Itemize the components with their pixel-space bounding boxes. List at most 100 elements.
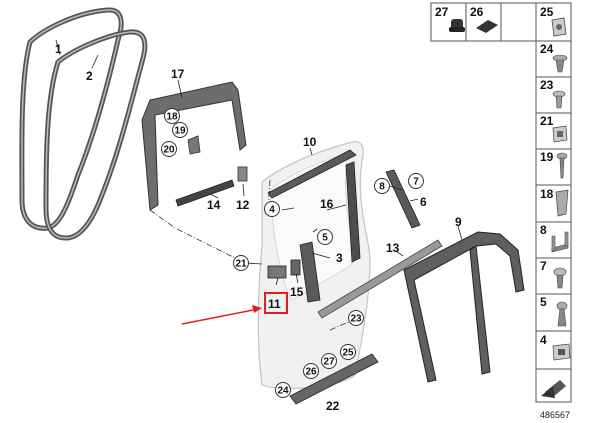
- highlight-box: [264, 292, 288, 314]
- svg-text:24: 24: [277, 386, 289, 397]
- svg-text:4: 4: [269, 205, 275, 216]
- svg-text:26: 26: [305, 367, 317, 378]
- rubber-plug-icon: [449, 19, 465, 32]
- bracket-part-15[interactable]: [290, 259, 301, 276]
- callout-circle-26: 26: [303, 363, 319, 379]
- legend-item-26[interactable]: 26: [470, 5, 498, 33]
- callout-11: 11: [268, 297, 281, 311]
- highlight-arrow: [181, 305, 262, 325]
- svg-text:21: 21: [235, 259, 247, 270]
- legend-item-21[interactable]: 21: [540, 114, 568, 143]
- callout-17: 17: [171, 67, 185, 81]
- callout-circle-19: 19: [172, 122, 188, 138]
- retainer-clip-icon: [552, 343, 571, 361]
- callout-3: 3: [336, 251, 343, 265]
- belt-strip-14[interactable]: [175, 179, 235, 207]
- svg-text:20: 20: [163, 145, 175, 156]
- legend-item-19[interactable]: 19: [540, 150, 568, 179]
- legend-label-4: 4: [540, 333, 547, 347]
- callout-circle-25: 25: [340, 344, 356, 360]
- legend-top-row: 27 26 25: [430, 2, 572, 42]
- legend-label-23: 23: [540, 78, 554, 92]
- square-clip-icon: [552, 125, 568, 143]
- callout-9: 9: [455, 215, 462, 229]
- spring-clip-icon: [555, 189, 569, 217]
- legend-label-25: 25: [540, 5, 554, 19]
- clip-part-12[interactable]: [237, 166, 248, 182]
- svg-text:23: 23: [350, 314, 362, 325]
- callout-circle-4: 4: [264, 201, 280, 217]
- diagram-id: 486567: [540, 410, 570, 420]
- window-frame-trim[interactable]: [141, 81, 247, 211]
- callout-labels: 1 2 17 10 16 3 6 9 13 14 12 15 11 22: [55, 42, 462, 413]
- callout-circle-23: 23: [348, 310, 364, 326]
- legend-item-24[interactable]: 24: [540, 42, 568, 73]
- svg-text:8: 8: [379, 182, 385, 193]
- sill-strip-13[interactable]: [317, 239, 443, 319]
- callout-14: 14: [207, 198, 221, 212]
- expanding-rivet-icon: [552, 54, 568, 73]
- callout-22: 22: [326, 399, 340, 413]
- legend-label-26: 26: [470, 5, 484, 19]
- belt-moulding-10[interactable]: [267, 149, 357, 199]
- legend-item-7[interactable]: 7: [540, 259, 567, 289]
- foam-pad-icon: [476, 20, 498, 33]
- legend-label-8: 8: [540, 223, 547, 237]
- legend-label-24: 24: [540, 42, 554, 56]
- pillar-strip-3[interactable]: [299, 241, 321, 303]
- callout-13: 13: [386, 241, 400, 255]
- circled-callouts: 18 19 20 4 5 8 7 21 23 27 25 26 24: [161, 108, 424, 398]
- legend-label-19: 19: [540, 150, 554, 164]
- callout-circle-7: 7: [408, 173, 424, 189]
- tapping-screw-icon: [556, 301, 568, 327]
- legend-label-5: 5: [540, 295, 547, 309]
- bracket-part-11[interactable]: [267, 265, 287, 279]
- bracket-icon: [551, 231, 569, 253]
- lower-trim-22[interactable]: [289, 353, 379, 405]
- callout-1: 1: [55, 42, 62, 56]
- callout-circle-18: 18: [164, 108, 180, 124]
- callout-circle-24: 24: [275, 382, 291, 398]
- window-channel-16[interactable]: [345, 161, 361, 263]
- door-seal-inner[interactable]: [43, 29, 148, 241]
- legend-item-4[interactable]: 4: [540, 333, 571, 361]
- callout-circle-20: 20: [161, 141, 177, 157]
- legend-label-27: 27: [435, 5, 449, 19]
- callout-16: 16: [320, 197, 334, 211]
- svg-text:25: 25: [342, 348, 354, 359]
- door-seal-outer[interactable]: [19, 7, 124, 231]
- legend-label-21: 21: [540, 114, 554, 128]
- pan-screw-icon: [553, 267, 567, 289]
- direction-arrow-icon: [541, 380, 566, 398]
- frame-clip-part[interactable]: [187, 135, 201, 155]
- legend-item-5[interactable]: 5: [540, 295, 568, 327]
- svg-text:19: 19: [174, 126, 186, 137]
- callout-10: 10: [303, 135, 317, 149]
- legend-item-23[interactable]: 23: [540, 78, 566, 109]
- svg-text:18: 18: [166, 112, 178, 123]
- callout-15: 15: [290, 285, 304, 299]
- callout-12: 12: [236, 198, 250, 212]
- callout-circle-21: 21: [233, 255, 249, 271]
- legend-item-27[interactable]: 27: [435, 5, 465, 32]
- legend-item-8[interactable]: 8: [540, 223, 569, 253]
- callout-leaders: [55, 39, 463, 286]
- legend-item-18[interactable]: 18: [540, 187, 569, 217]
- svg-text:5: 5: [322, 233, 328, 244]
- pillar-cover-6[interactable]: [385, 169, 421, 229]
- legend-label-7: 7: [540, 259, 547, 273]
- svg-text:7: 7: [413, 177, 419, 188]
- callout-circle-8: 8: [374, 178, 390, 194]
- callout-2: 2: [86, 69, 93, 83]
- callout-6: 6: [420, 195, 427, 209]
- legend-label-18: 18: [540, 187, 554, 201]
- legend-item-25[interactable]: 25: [540, 5, 567, 37]
- svg-text:27: 27: [323, 357, 335, 368]
- screw-icon: [556, 152, 568, 179]
- callout-circle-5: 5: [317, 229, 333, 245]
- push-rivet-icon: [552, 90, 566, 109]
- window-frame-seal-9[interactable]: [403, 231, 525, 383]
- clip-nut-icon: [551, 17, 567, 37]
- callout-circle-27: 27: [321, 353, 337, 369]
